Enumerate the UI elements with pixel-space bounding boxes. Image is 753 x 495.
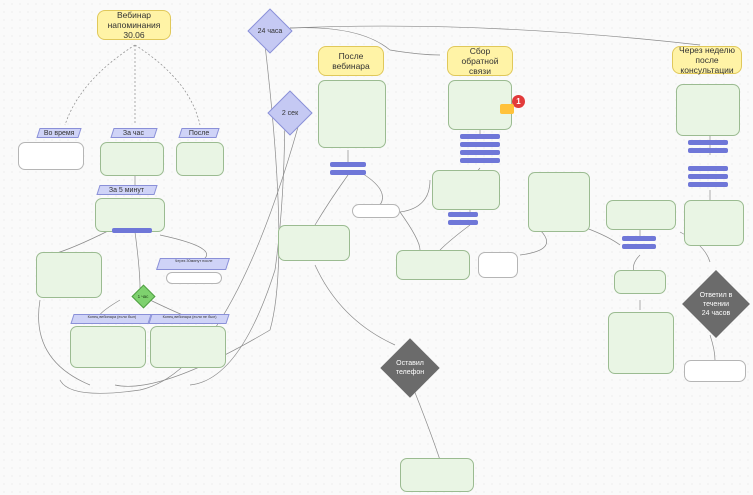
label-after[interactable]: После — [178, 128, 220, 138]
card-phone-result[interactable] — [396, 250, 470, 280]
card-hour-before[interactable] — [100, 142, 164, 176]
diamond-2-sec[interactable]: 2 сек — [267, 90, 313, 136]
label-end-webinar-1[interactable]: Конец вебинара (если был) — [70, 314, 152, 324]
bar-feedback-4[interactable] — [460, 158, 500, 163]
diamond-24-hours[interactable]: 24 часа — [247, 8, 293, 54]
bar-feedback-2[interactable] — [460, 142, 500, 147]
bar-right-1[interactable] — [688, 140, 728, 145]
card-after-30min[interactable] — [166, 272, 222, 284]
bar-feedback-3[interactable] — [460, 150, 500, 155]
card-in-time[interactable] — [18, 142, 84, 170]
label-in-time[interactable]: Во время — [36, 128, 82, 138]
bar-after-webinar-1[interactable] — [330, 162, 366, 167]
bar-after-webinar-2[interactable] — [330, 170, 366, 175]
bar-right-2[interactable] — [688, 148, 728, 153]
notification-badge: 1 — [512, 95, 525, 108]
label-five-min[interactable]: За 5 минут — [96, 185, 158, 195]
diamond-left-phone[interactable]: Оставил телефон — [380, 338, 440, 398]
node-feedback[interactable]: Сбор обратной связи — [447, 46, 513, 76]
card-end-webinar-2[interactable] — [150, 326, 226, 368]
bar-right-6[interactable] — [622, 236, 656, 241]
card-right-long[interactable] — [608, 312, 674, 374]
card-feedback-answer-2[interactable] — [528, 172, 590, 232]
card-five-min[interactable] — [95, 198, 165, 232]
card-right-small[interactable] — [614, 270, 666, 294]
bar-right-5[interactable] — [688, 182, 728, 187]
card-after[interactable] — [176, 142, 224, 176]
card-phone-request[interactable] — [278, 225, 350, 261]
card-right-answer-1[interactable] — [606, 200, 676, 230]
card-week-after[interactable] — [676, 84, 740, 136]
chat-bubble-icon — [500, 104, 514, 114]
label-end-webinar-2[interactable]: Конец вебинара (если не был) — [148, 314, 230, 324]
bar-right-4[interactable] — [688, 174, 728, 179]
node-after-webinar[interactable]: После вебинара — [318, 46, 384, 76]
card-after-webinar[interactable] — [318, 80, 386, 148]
card-feedback-final[interactable] — [478, 252, 518, 278]
diamond-1-hour[interactable]: 1 час — [124, 283, 162, 309]
card-bottom-phone[interactable] — [400, 458, 474, 492]
label-hour-before[interactable]: За час — [110, 128, 158, 138]
card-right-bottom[interactable] — [684, 360, 746, 382]
bar-right-3[interactable] — [688, 166, 728, 171]
label-after-30min[interactable]: Через 30минут после — [156, 258, 230, 270]
bar-feedback-1[interactable] — [460, 134, 500, 139]
node-webinar-reminder[interactable]: Вебинар напоминания 30.06 — [97, 10, 171, 40]
node-week-after[interactable]: Через неделю после консультации — [672, 45, 742, 75]
bar-feedback-6[interactable] — [448, 220, 478, 225]
card-feedback-answer-1[interactable] — [432, 170, 500, 210]
card-end-webinar-1[interactable] — [70, 326, 146, 368]
card-left-reminder[interactable] — [36, 252, 102, 298]
card-middle-small[interactable] — [352, 204, 400, 218]
bar-right-7[interactable] — [622, 244, 656, 249]
card-right-answer-2[interactable] — [684, 200, 744, 246]
bar-feedback-5[interactable] — [448, 212, 478, 217]
bar-five-min[interactable] — [112, 228, 152, 233]
diamond-answered-24h[interactable]: Ответил в течении 24 часов — [682, 264, 750, 344]
